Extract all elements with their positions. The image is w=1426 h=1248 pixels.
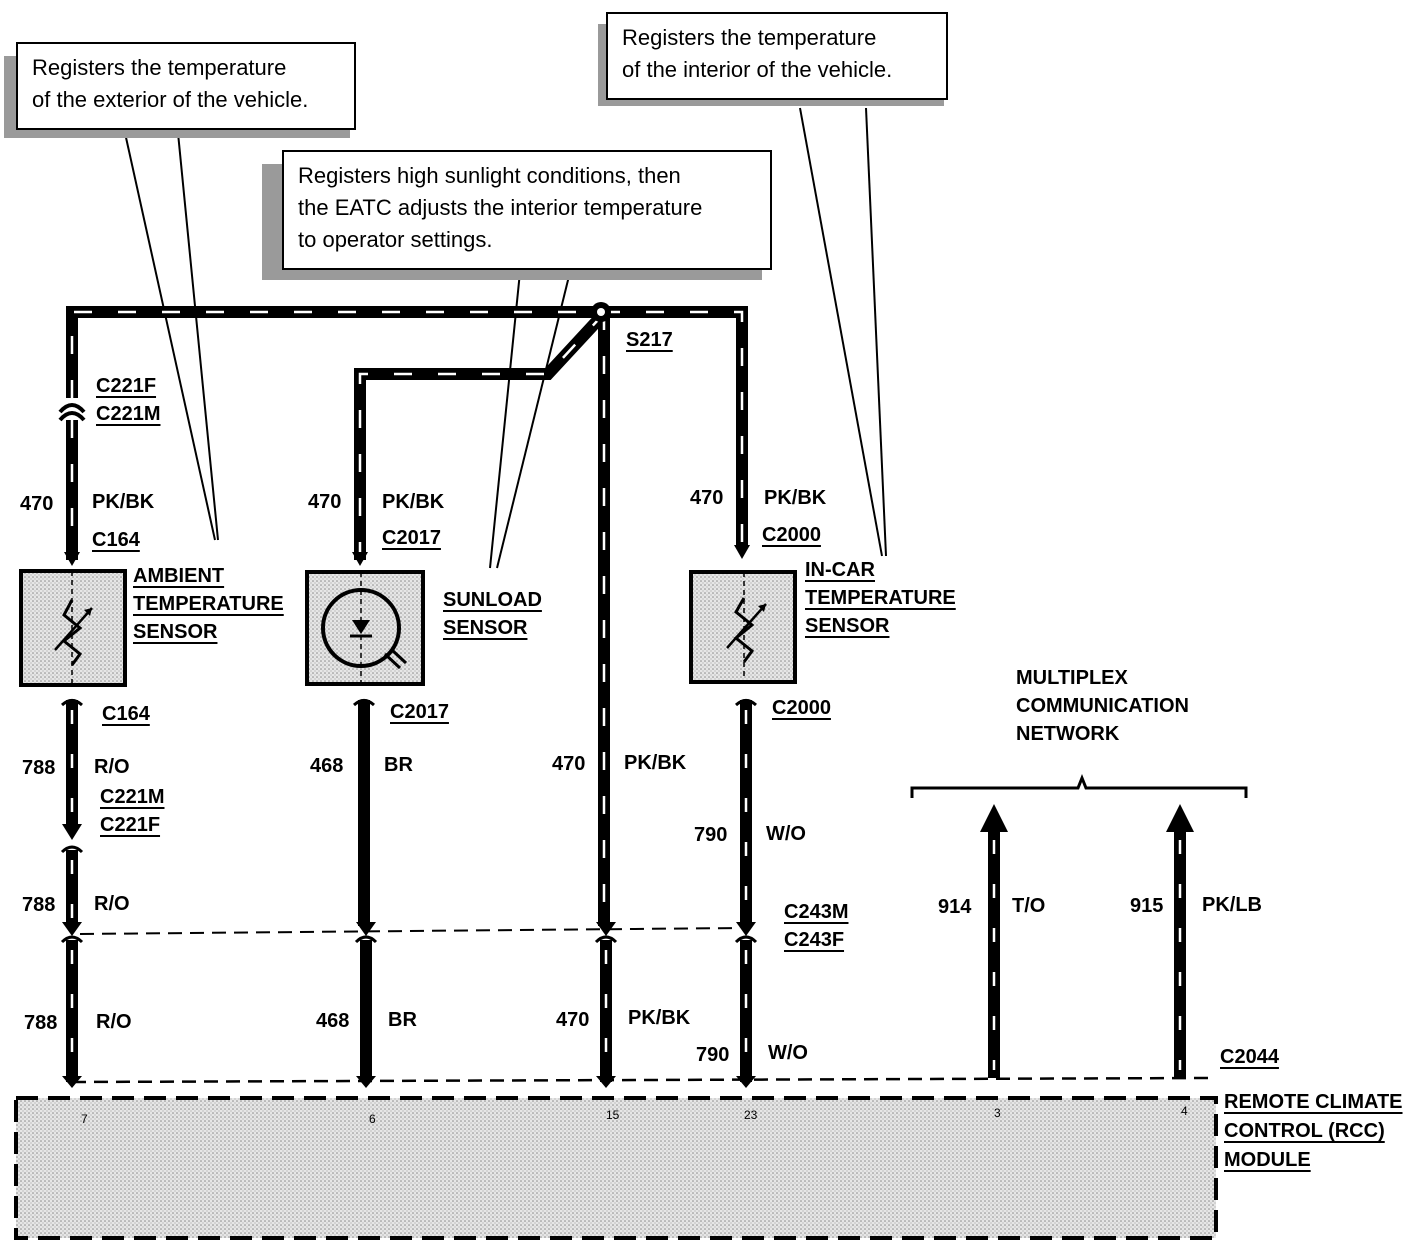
wire-number: 470 (556, 1009, 590, 1031)
module-pin: 23 (744, 1108, 758, 1122)
connector-c243m: C243M (784, 901, 849, 923)
module-pin: 7 (81, 1112, 88, 1126)
connector-c221f-top: C221F (96, 375, 157, 397)
wire-number: 915 (1130, 895, 1164, 917)
connector-c2017-bottom: C2017 (390, 701, 449, 723)
wire-color: W/O (768, 1042, 808, 1064)
wire-color: PK/BK (92, 491, 155, 513)
connector-c2044: C2044 (1220, 1046, 1279, 1068)
callout-interior: Registers the temperature of the interio… (606, 12, 948, 100)
ambient-sensor-label: AMBIENT TEMPERATURE SENSOR (133, 565, 284, 643)
sunload-sensor-label: SUNLOAD SENSOR (443, 589, 542, 639)
wire-number: 788 (22, 894, 56, 916)
wire-color: BR (384, 754, 413, 776)
module-pin: 15 (606, 1108, 620, 1122)
network-brace (910, 773, 1248, 798)
callout-sunlight-line-3: to operator settings. (298, 227, 493, 252)
connector-c164-top: C164 (92, 529, 140, 551)
callout-sunlight: Registers high sunlight conditions, then… (282, 150, 772, 270)
connector-c2000-top: C2000 (762, 524, 821, 546)
multiplex-network-label: MULTIPLEX COMMUNICATION NETWORK (1016, 667, 1189, 745)
splice-label: S217 (626, 329, 673, 351)
connector-c243f: C243F (784, 929, 845, 951)
callout-exterior: Registers the temperature of the exterio… (16, 42, 356, 130)
wire-color: T/O (1012, 895, 1046, 917)
wire-number: 470 (690, 487, 724, 509)
wire-color: PK/BK (628, 1007, 691, 1029)
wire-color: W/O (766, 823, 806, 845)
wire-color: PK/BK (624, 752, 687, 774)
rcc-module-box (14, 1076, 1218, 1240)
connector-c2000-bottom: C2000 (772, 697, 831, 719)
wire-number: 790 (696, 1044, 730, 1066)
callout-interior-line-2: of the interior of the vehicle. (622, 57, 893, 82)
callout-leaders (124, 107, 887, 569)
wire-number: 788 (22, 757, 56, 779)
harness-wires (66, 306, 1186, 1082)
connector-c221-top (58, 403, 86, 414)
wire-number: 790 (694, 824, 728, 846)
callout-exterior-line-1: Registers the temperature (32, 55, 287, 80)
incar-sensor-label: IN-CAR TEMPERATURE SENSOR (805, 559, 956, 637)
wire-number: 468 (316, 1010, 350, 1032)
module-pin: 6 (369, 1112, 376, 1126)
callout-sunlight-line-2: the EATC adjusts the interior temperatur… (298, 195, 703, 220)
wire-number: 470 (20, 493, 54, 515)
wire-color: BR (388, 1009, 417, 1031)
wire-color: R/O (94, 756, 130, 778)
connector-c2017-top: C2017 (382, 527, 441, 549)
module-pin: 3 (994, 1106, 1001, 1120)
wire-number: 468 (310, 755, 344, 777)
connector-c164-bottom: C164 (102, 703, 150, 725)
wire-color: PK/BK (382, 491, 445, 513)
wire-color: R/O (96, 1011, 132, 1033)
callout-exterior-line-2: of the exterior of the vehicle. (32, 87, 309, 112)
connector-c221f-bottom: C221F (100, 814, 161, 836)
wire-number: 470 (308, 491, 342, 513)
module-pin: 4 (1181, 1104, 1188, 1118)
wire-number: 470 (552, 753, 586, 775)
connector-c243-line (79, 927, 741, 935)
rcc-module-label: REMOTE CLIMATE CONTROL (RCC) MODULE (1224, 1091, 1403, 1171)
connector-c221m-bottom: C221M (100, 786, 165, 808)
connector-c221m-top: C221M (96, 403, 161, 425)
sunload-sensor-box (305, 570, 425, 686)
wire-color: R/O (94, 893, 130, 915)
ambient-sensor-box (19, 569, 127, 687)
wire-number: 788 (24, 1012, 58, 1034)
wire-color: PK/BK (764, 487, 827, 509)
callout-interior-line-1: Registers the temperature (622, 25, 877, 50)
wire-number: 914 (938, 896, 972, 918)
incar-sensor-box (689, 570, 797, 684)
callout-sunlight-line-1: Registers high sunlight conditions, then (298, 163, 681, 188)
wire-color: PK/LB (1202, 894, 1262, 916)
